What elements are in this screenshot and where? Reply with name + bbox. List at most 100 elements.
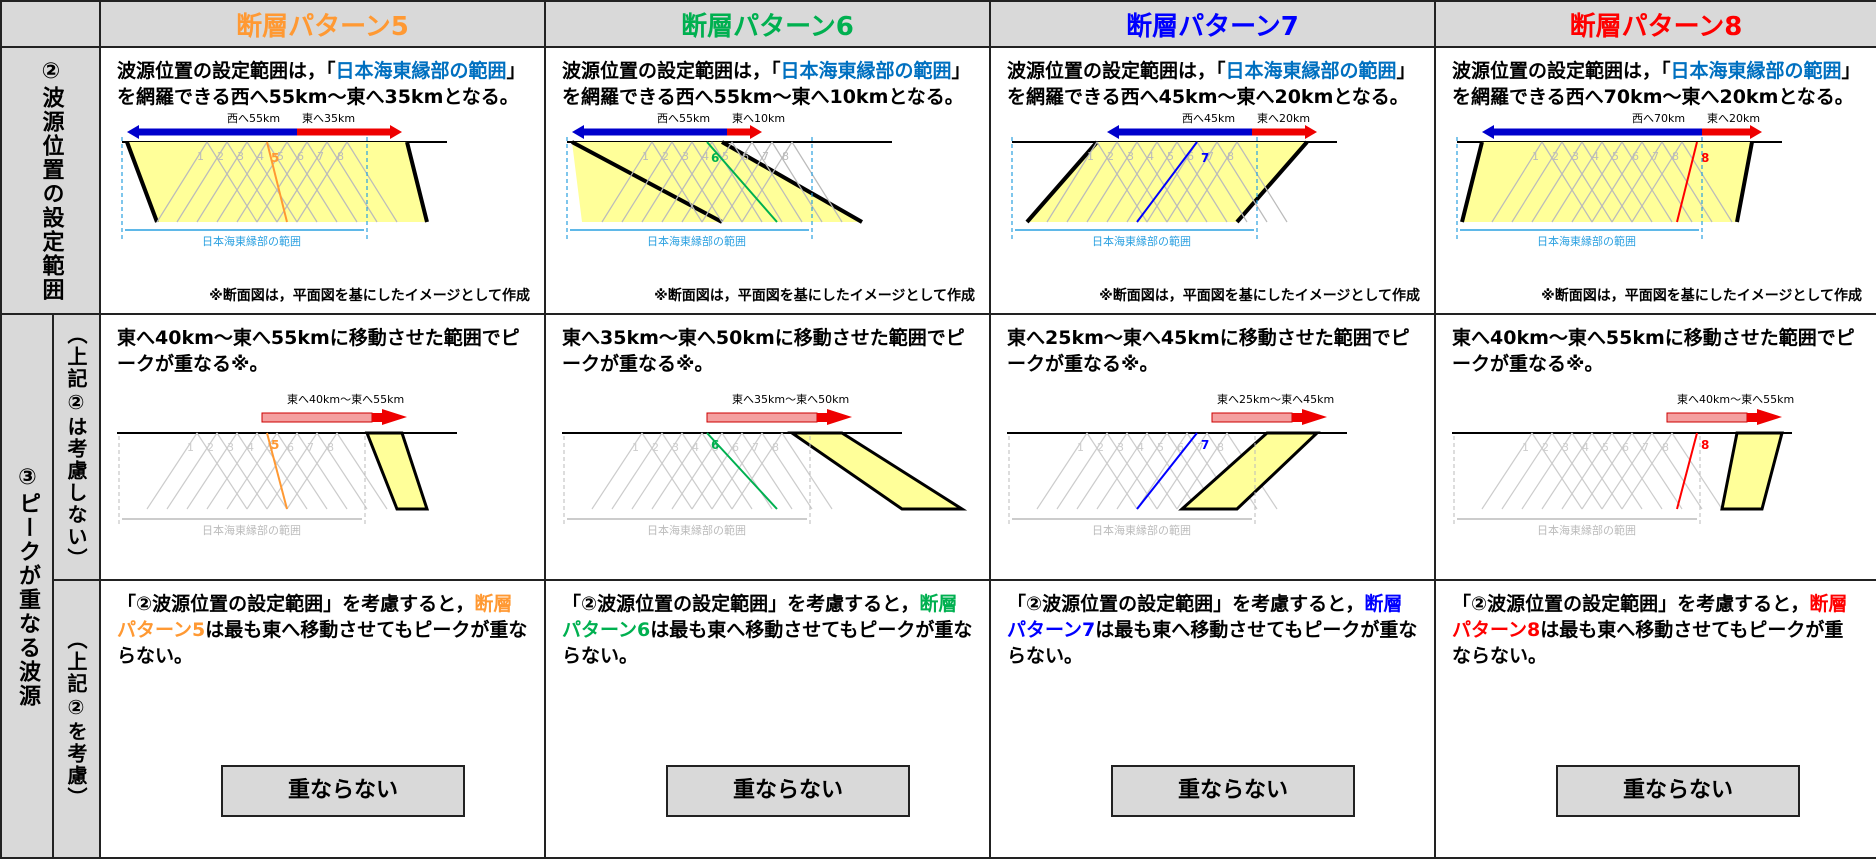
desc-suffix: 」を網羅できる西へ70km～東へ20kmとなる。	[1452, 60, 1854, 108]
fault-number-label: 8	[782, 150, 789, 163]
fault-number-label: 3	[237, 150, 244, 163]
consider-suffix: は最も東へ移動させてもピークが重ならない。	[562, 619, 973, 667]
desc-highlight: 日本海東縁部の範囲	[1670, 60, 1842, 82]
column-header-pattern-5: 断層パターン5	[99, 0, 546, 48]
diagram-note: ※断面図は，平面図を基にしたイメージとして作成	[1541, 288, 1862, 304]
east-range-label: 東へ20km	[1707, 112, 1760, 125]
west-range-label: 西へ45km	[1182, 112, 1235, 125]
fault-number-label: 2	[1542, 441, 1549, 454]
desc-prefix: 波源位置の設定範囲は，「	[562, 60, 781, 82]
fault-number-label: 3	[672, 441, 679, 454]
fault-number-label: 6	[732, 441, 739, 454]
diagram-note: ※断面図は，平面図を基にしたイメージとして作成	[209, 288, 530, 304]
result-box: 重ならない	[1556, 765, 1800, 817]
fault-number-label: 5	[1612, 150, 1619, 163]
consider-prefix: 「②波源位置の設定範囲」を考慮すると，	[562, 593, 920, 615]
source-range-cell-5: 波源位置の設定範囲は，「日本海東縁部の範囲」を網羅できる西へ55km～東へ35k…	[99, 46, 546, 315]
fault-number-label: 6	[1622, 441, 1629, 454]
range-label: 日本海東縁部の範囲	[647, 234, 746, 248]
fault-number-label: 3	[227, 441, 234, 454]
fault-number-label: 8	[772, 441, 779, 454]
pattern-name: 断層パターン8	[1452, 593, 1848, 641]
consider-suffix: は最も東へ移動させてもピークが重ならない。	[1007, 619, 1418, 667]
highlighted-fault-number: 5	[271, 151, 279, 165]
fault-number-label: 7	[1652, 150, 1659, 163]
fault-number-label: 4	[1147, 150, 1154, 163]
fault-number-label: 4	[257, 150, 264, 163]
column-header-pattern-8: 断層パターン8	[1434, 0, 1876, 48]
column-header-pattern-6: 断層パターン6	[544, 0, 991, 48]
fault-number-label: 6	[1632, 150, 1639, 163]
west-range-label: 西へ55km	[227, 112, 280, 125]
fault-number-label: 4	[702, 150, 709, 163]
fault-number-label: 6	[1177, 441, 1184, 454]
highlighted-fault-number: 8	[1701, 151, 1709, 165]
east-range-label: 東へ20km	[1257, 112, 1310, 125]
highlighted-fault-number: 7	[1201, 438, 1209, 452]
fault-number-label: 3	[682, 150, 689, 163]
fault-number-label: 2	[207, 441, 214, 454]
fault-number-label: 5	[712, 441, 719, 454]
desc-highlight: 日本海東縁部の範囲	[1225, 60, 1397, 82]
pattern-name: 断層パターン6	[562, 593, 958, 641]
fault-number-label: 8	[327, 441, 334, 454]
fault-number-label: 2	[652, 441, 659, 454]
east-range-label: 東へ35km	[302, 112, 355, 125]
consider-description: 「②波源位置の設定範囲」を考慮すると，断層パターン8は最も東へ移動させてもピーク…	[1452, 591, 1860, 669]
fault-number-label: 1	[642, 150, 649, 163]
result-box: 重ならない	[666, 765, 910, 817]
highlighted-fault-number: 8	[1701, 438, 1709, 452]
fault-number-label: 1	[1077, 441, 1084, 454]
sub-label-considered: （上記②を考慮）	[52, 579, 101, 859]
fault-number-label: 5	[1157, 441, 1164, 454]
source-range-description: 波源位置の設定範囲は，「日本海東縁部の範囲」を網羅できる西へ45km～東へ20k…	[1007, 58, 1418, 110]
range-label: 日本海東縁部の範囲	[1537, 523, 1636, 537]
fault-number-label: 6	[297, 150, 304, 163]
fault-number-label: 2	[1107, 150, 1114, 163]
result-box: 重ならない	[1111, 765, 1355, 817]
fault-number-label: 7	[752, 441, 759, 454]
diagram-note: ※断面図は，平面図を基にしたイメージとして作成	[654, 288, 975, 304]
fault-number-label: 6	[287, 441, 294, 454]
fault-number-label: 6	[742, 150, 749, 163]
desc-prefix: 波源位置の設定範囲は，「	[1452, 60, 1671, 82]
range-label: 日本海東縁部の範囲	[647, 523, 746, 537]
source-range-description: 波源位置の設定範囲は，「日本海東縁部の範囲」を網羅できる西へ70km～東へ20k…	[1452, 58, 1860, 110]
fault-number-label: 7	[1197, 441, 1204, 454]
fault-number-label: 8	[1662, 441, 1669, 454]
consider-cell-6: 「②波源位置の設定範囲」を考慮すると，断層パターン6は最も東へ移動させてもピーク…	[544, 579, 991, 859]
fault-number-label: 3	[1572, 150, 1579, 163]
pattern-name: 断層パターン7	[1007, 593, 1403, 641]
consider-cell-8: 「②波源位置の設定範囲」を考慮すると，断層パターン8は最も東へ移動させてもピーク…	[1434, 579, 1876, 859]
fault-number-label: 7	[762, 150, 769, 163]
consider-prefix: 「②波源位置の設定範囲」を考慮すると，	[1452, 593, 1810, 615]
peak-overlap-description: 東へ25km～東へ45kmに移動させた範囲でピークが重なる※。	[1007, 327, 1410, 375]
consider-description: 「②波源位置の設定範囲」を考慮すると，断層パターン5は最も東へ移動させてもピーク…	[117, 591, 528, 669]
fault-number-label: 7	[1642, 441, 1649, 454]
west-range-label: 西へ55km	[657, 112, 710, 125]
west-range-label: 西へ70km	[1632, 112, 1685, 125]
peak-overlap-description: 東へ40km～東へ55kmに移動させた範囲でピークが重なる※。	[1452, 327, 1855, 375]
fault-number-label: 7	[307, 441, 314, 454]
east-range-label: 東へ10km	[732, 112, 785, 125]
row-label-source-range: ②波源位置の設定範囲	[0, 46, 101, 315]
fault-number-label: 4	[692, 441, 699, 454]
shift-range-label: 東へ35km～東へ50km	[732, 393, 849, 406]
shift-range-label: 東へ40km～東へ55km	[1677, 393, 1794, 406]
fault-number-label: 8	[1227, 150, 1234, 163]
consider-prefix: 「②波源位置の設定範囲」を考慮すると，	[1007, 593, 1365, 615]
range-label: 日本海東縁部の範囲	[202, 523, 301, 537]
fault-number-label: 4	[1592, 150, 1599, 163]
highlighted-fault-number: 6	[711, 438, 719, 452]
fault-number-label: 1	[187, 441, 194, 454]
peak-overlap-description: 東へ40km～東へ55kmに移動させた範囲でピークが重なる※。	[117, 327, 520, 375]
